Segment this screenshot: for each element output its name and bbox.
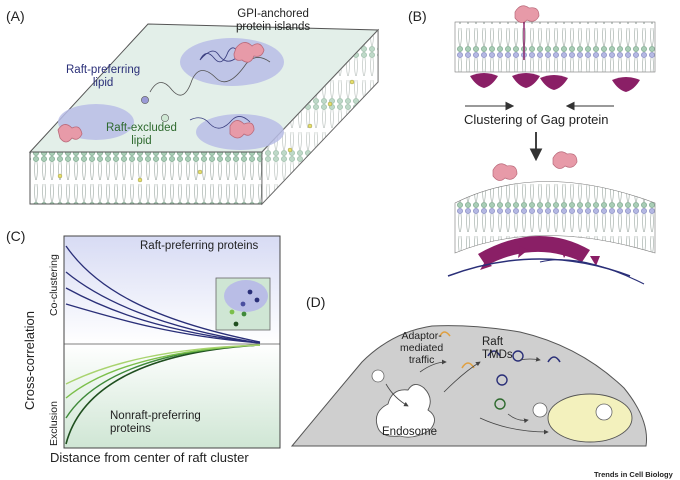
chart-y-axis-label: Cross-correlation — [22, 311, 37, 410]
gpi-protein — [514, 5, 540, 23]
raft-preferring-lipid-icon — [141, 96, 149, 104]
membrane-side-face — [261, 28, 379, 206]
gpi-islands-label: GPI-anchored protein islands — [236, 8, 311, 33]
vesicle — [371, 369, 385, 383]
chart-frame — [63, 235, 281, 449]
panel-d-label: (D) — [306, 294, 326, 310]
raft-curve — [65, 271, 261, 344]
chart-negative-region — [64, 344, 280, 448]
endosome-label: Endosome — [382, 426, 437, 438]
gag-clustering-caption: Clustering of Gag protein — [464, 112, 609, 127]
gpi-protein — [492, 163, 518, 181]
gag-protein — [540, 75, 568, 90]
panel-a-membrane — [28, 23, 380, 206]
gpi-protein — [552, 151, 578, 169]
vesicle — [532, 402, 548, 418]
raft-excluded-lipid-label: Raft-excluded lipid — [106, 122, 177, 147]
raft-curve — [65, 303, 261, 344]
raft-tmds-label: Raft TMDs — [482, 336, 513, 361]
journal-credit: Trends in Cell Biology — [594, 470, 673, 479]
raft-excluded-lipid-icon — [161, 114, 169, 122]
panel-c-chart — [63, 235, 281, 449]
protein-chain — [189, 116, 251, 129]
nonraft-preferring-proteins-label: Nonraft-preferring proteins — [110, 410, 201, 435]
raft-curve — [65, 287, 261, 344]
exclusion-label: Exclusion — [48, 401, 60, 446]
panel-b-membrane-curved — [447, 151, 656, 285]
panel-d-cell — [290, 325, 648, 447]
panel-c-label: (C) — [6, 228, 26, 244]
raft-preferring-proteins-label: Raft-preferring proteins — [140, 240, 259, 252]
raft-curve — [65, 245, 261, 343]
panel-a-label: (A) — [6, 8, 25, 24]
membrane-front-face — [29, 151, 263, 205]
endosome — [375, 384, 435, 438]
gag-protein — [470, 73, 498, 88]
nucleus — [547, 393, 633, 443]
panel-b-membrane-flat — [454, 5, 656, 162]
vesicle — [595, 403, 613, 421]
nonraft-curve — [65, 344, 261, 385]
co-clustering-label: Co-clustering — [48, 254, 60, 316]
panel-b-label: (B) — [408, 8, 427, 24]
gpi-protein — [233, 42, 265, 63]
gag-protein — [612, 77, 640, 92]
gag-protein — [512, 73, 540, 88]
gpi-protein — [57, 124, 83, 143]
gpi-protein — [229, 120, 255, 139]
raft-preferring-lipid-label: Raft-preferring lipid — [66, 64, 141, 89]
chart-x-axis-label: Distance from center of raft cluster — [50, 450, 249, 465]
adaptor-traffic-label: Adaptor- mediated traffic — [400, 330, 444, 366]
gag-lattice — [478, 235, 590, 266]
